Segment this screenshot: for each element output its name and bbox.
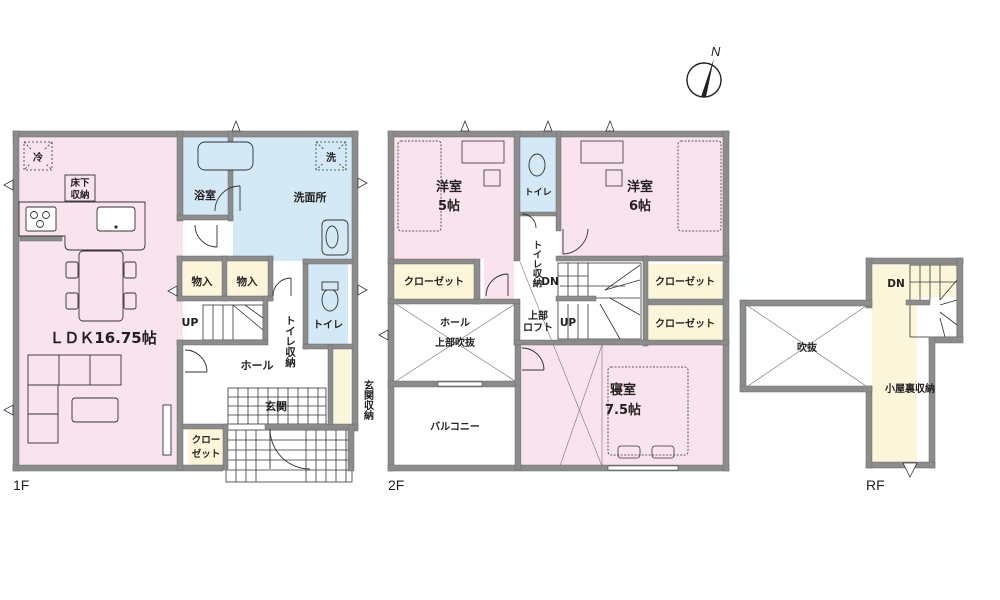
western-5-label-1: 洋室 [436,179,462,195]
hall-void-cross [395,303,516,382]
floor-1f: 冷 床下 収納 洗 [12,130,374,493]
closet-1f [188,428,224,466]
doors-2f [485,213,589,371]
loft-outline [519,261,603,467]
stairs-1f [202,304,264,341]
kitchen-counter [18,201,146,251]
floor-rf: 吹抜 小屋裏収納 DN RF [739,257,964,493]
bath-label: 浴室 [194,188,216,202]
closet-2f-c-label: クローゼット [655,317,715,330]
closet-1f-label-1: クロー [192,435,221,446]
underfloor-storage [64,174,96,202]
closet-1f-label-2: ゼット [192,448,221,460]
floor-label-rf: RF [866,477,885,493]
storage-2-label: 物入 [237,275,258,288]
hall-1f-label: ホール [241,359,274,372]
closet-2f-c [648,306,723,341]
storage-room-1 [183,261,223,301]
toilet-fixture-2f [528,153,546,177]
entrance-tiles [225,387,353,483]
toilet-storage-2f-label: トイレ収納 [531,240,543,288]
dining-table [65,250,137,322]
loft-label-1: 上部 [528,309,548,322]
toilet-1f-label: トイレ [313,319,343,331]
stairs-up-1f-label: UP [182,316,199,329]
compass-north-label: N [711,44,721,59]
fridge-label: 冷 [33,151,43,164]
washroom-label: 洗面所 [294,190,327,204]
western-5-label-2: 5帖 [438,198,460,214]
toilet-storage-1f-label: トイレ収納 [284,315,296,368]
loft-label-2: ロフト [523,322,553,334]
desks-2f [461,140,675,459]
western-6-label-1: 洋室 [627,179,653,195]
walls-2f [387,130,730,472]
void-label: 吹抜 [797,341,818,354]
entrance-label: 玄関 [265,399,287,413]
washer-label: 洗 [326,151,336,164]
walls-rf [739,257,964,469]
void-cross [747,305,867,387]
doors-1f [184,185,311,470]
floor-label-1f: 1F [13,477,29,493]
western-room-6 [561,136,723,256]
stairs-dn-2f-label: DN [541,276,559,288]
north-compass-icon: N [686,44,722,98]
vent-markers [3,119,615,416]
floor-label-2f: 2F [388,477,404,493]
toilet-2f-label: トイレ [524,187,551,198]
bedroom-label-2: 7.5帖 [605,402,641,418]
closet-2f-b-label: クローゼット [655,275,715,288]
underfloor-label-1: 床下 [70,177,90,189]
entrance-storage-label: 玄関収納 [362,379,374,421]
toilet-fixture-1f [321,288,339,312]
closet-2f-a [394,264,474,299]
bathtub [197,141,254,171]
western-room-5 [394,136,514,259]
underfloor-label-2: 収納 [70,189,89,201]
stairs-dn-rf-label: DN [887,278,905,290]
window-marker-icon [902,462,918,478]
storage-room-2 [228,261,268,301]
stairs-2f [557,262,642,340]
balcony-label: バルコニー [430,421,480,433]
ldk-label: ＬＤＫ16.75帖 [49,329,156,347]
bedroom [522,345,723,467]
closet-2f-a-label: クローゼット [404,275,464,288]
attic-storage [872,265,917,463]
floor-2f: 洋室 5帖 洋室 6帖 トイレ クローゼット クローゼット クローゼット ホール… [387,130,730,493]
furniture-2f [397,140,722,456]
bedroom-label-1: 寝室 [610,382,636,398]
walls-1f [12,130,359,472]
closet-2f-b [648,264,723,299]
hall-2f-label-1: ホール [440,317,470,329]
entrance-storage [334,345,350,425]
sofa [27,354,172,456]
storage-1-label: 物入 [192,275,213,288]
fridge-space [23,141,53,171]
attic-storage-label: 小屋裏収納 [884,382,935,395]
hall-2f-label-2: 上部吹抜 [435,336,476,349]
western-6-label-2: 6帖 [629,198,651,214]
stairs-up-2f-label: UP [560,317,577,329]
